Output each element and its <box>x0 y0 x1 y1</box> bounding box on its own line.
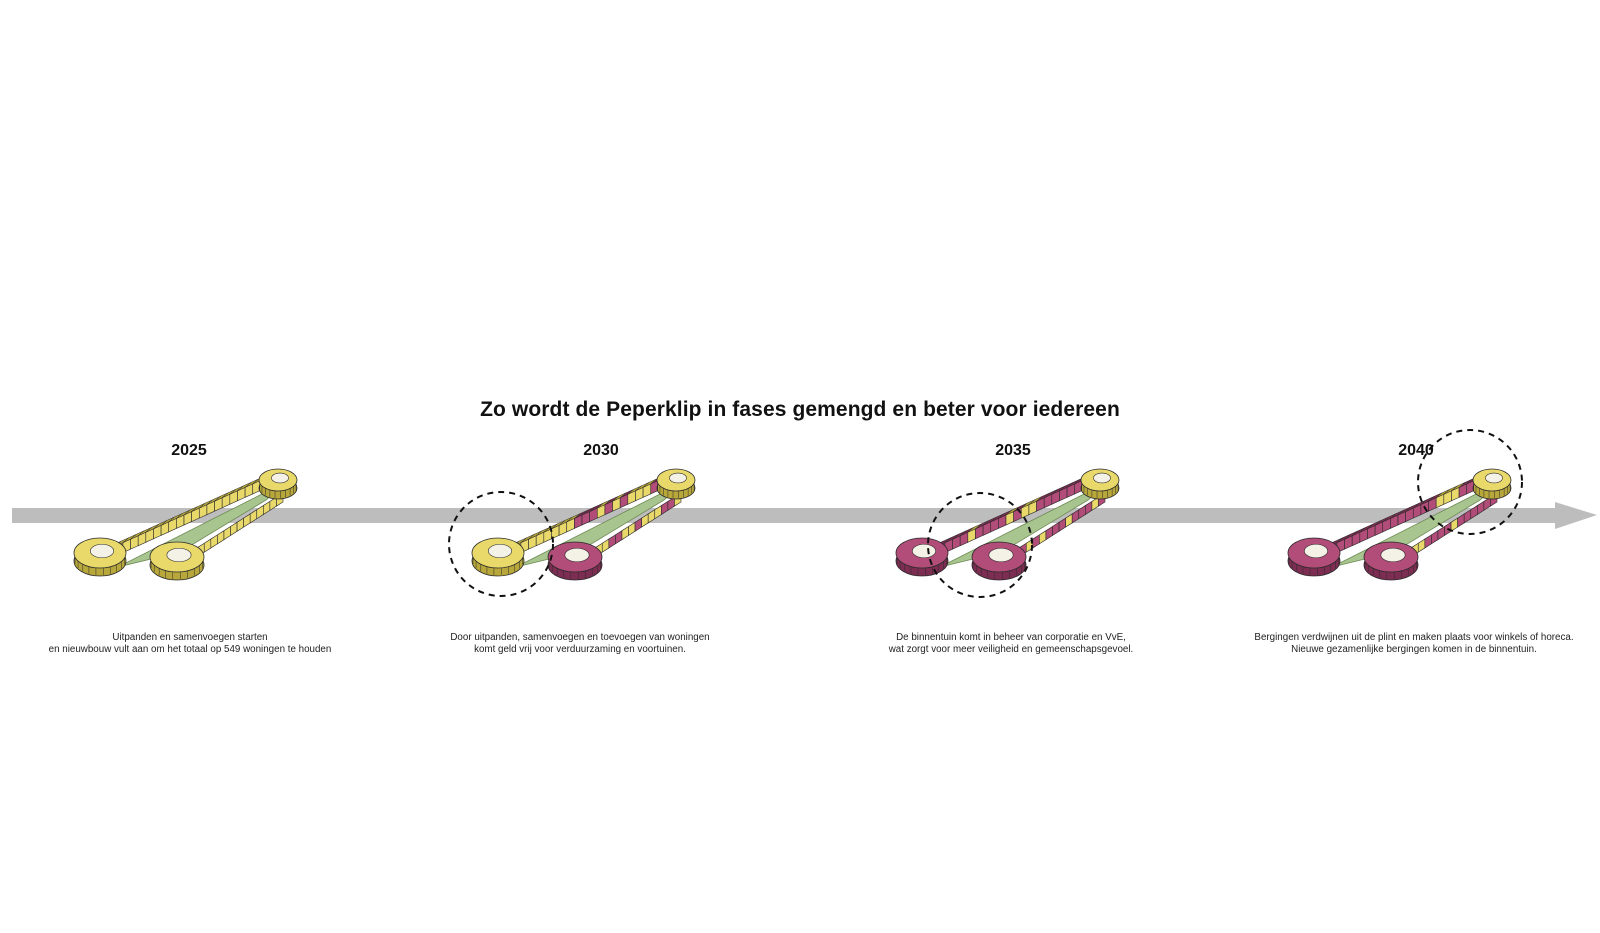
highlight-ring <box>448 491 554 597</box>
hook-inner-court <box>271 472 289 484</box>
page-title: Zo wordt de Peperklip in fases gemengd e… <box>480 398 1120 421</box>
hook-inner-court <box>90 543 115 559</box>
facade-segment <box>1052 521 1060 537</box>
phase-caption-2025: Uitpanden en samenvoegen starten en nieu… <box>10 632 370 656</box>
facade-segment <box>230 521 238 537</box>
peperklip-building-2030 <box>448 468 696 597</box>
phase-year-2025: 2025 <box>171 442 207 459</box>
phase-year-2035: 2035 <box>995 442 1031 459</box>
phase-caption-2030: Door uitpanden, samenvoegen en toevoegen… <box>400 632 760 656</box>
timeline-arrow-head <box>1555 502 1597 529</box>
caption-line: Nieuwe gezamenlijke bergingen komen in d… <box>1291 644 1537 655</box>
facade-segment <box>1045 525 1053 541</box>
caption-line: en nieuwbouw vult aan om het totaal op 5… <box>48 644 332 655</box>
hook-inner-court <box>988 547 1014 563</box>
caption-line: Bergingen verdwijnen uit de plint en mak… <box>1254 632 1574 643</box>
highlight-ring <box>1417 429 1523 535</box>
timeline-arrow-shaft <box>12 508 1567 523</box>
caption-line: wat zorgt voor meer veiligheid en gemeen… <box>888 644 1134 655</box>
phase-year-2030: 2030 <box>583 442 619 459</box>
peperklip-building-2025 <box>73 468 298 581</box>
phase-caption-2035: De binnentuin komt in beheer van corpora… <box>831 632 1191 656</box>
facade-segment <box>1424 534 1432 549</box>
hook-inner-court <box>1304 543 1329 559</box>
facade-segment <box>601 538 610 553</box>
hook-inner-court <box>669 472 687 484</box>
caption-line: komt geld vrij voor verduurzaming en voo… <box>474 644 686 655</box>
peperklip-building-2035 <box>895 468 1120 598</box>
hook-inner-court <box>488 543 513 559</box>
timeline-arrow <box>12 502 1597 529</box>
facade-segment <box>203 538 212 553</box>
phase-year-2040: 2040 <box>1398 442 1434 459</box>
facade-segment <box>210 534 218 549</box>
facade-segment <box>621 525 629 541</box>
facade-segment <box>223 525 231 541</box>
hook-inner-court <box>912 543 937 559</box>
facade-segment <box>1039 530 1047 545</box>
highlight-ring <box>927 492 1033 598</box>
caption-line: Uitpanden en samenvoegen starten <box>112 632 268 643</box>
peperklip-building-2040 <box>1287 429 1523 581</box>
hook-inner-court <box>564 547 590 563</box>
facade-segment <box>608 534 616 549</box>
hook-inner-court <box>1485 472 1503 484</box>
facade-segment <box>217 530 225 545</box>
caption-line: Door uitpanden, samenvoegen en toevoegen… <box>450 632 710 643</box>
facade-segment <box>615 530 623 545</box>
facade-segment <box>628 521 636 537</box>
facade-segment <box>1417 538 1426 553</box>
hook-inner-court <box>166 547 192 563</box>
facade-segment <box>1032 534 1040 549</box>
facade-segment <box>1431 530 1439 545</box>
phase-caption-2040: Bergingen verdwijnen uit de plint en mak… <box>1234 632 1594 656</box>
hook-inner-court <box>1380 547 1406 563</box>
facade-segment <box>1437 525 1445 541</box>
hook-inner-court <box>1093 472 1111 484</box>
caption-line: De binnentuin komt in beheer van corpora… <box>896 632 1126 643</box>
